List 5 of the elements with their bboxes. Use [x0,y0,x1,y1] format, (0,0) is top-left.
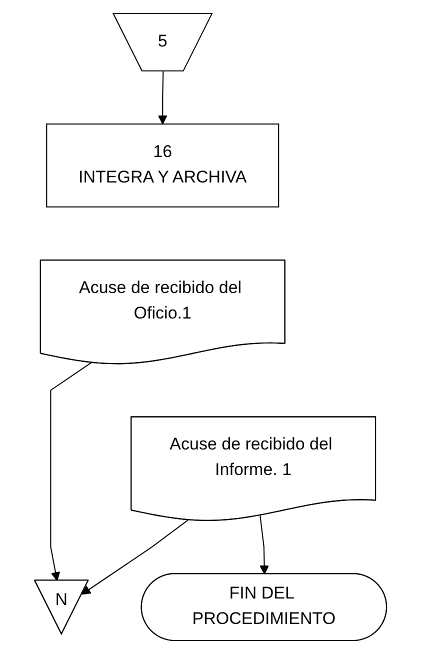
arrow [82,520,188,595]
arrow [50,362,92,582]
arrow [260,515,269,574]
node-box: 16 INTEGRA Y ARCHIVA [46,124,280,208]
arrow [158,71,168,124]
